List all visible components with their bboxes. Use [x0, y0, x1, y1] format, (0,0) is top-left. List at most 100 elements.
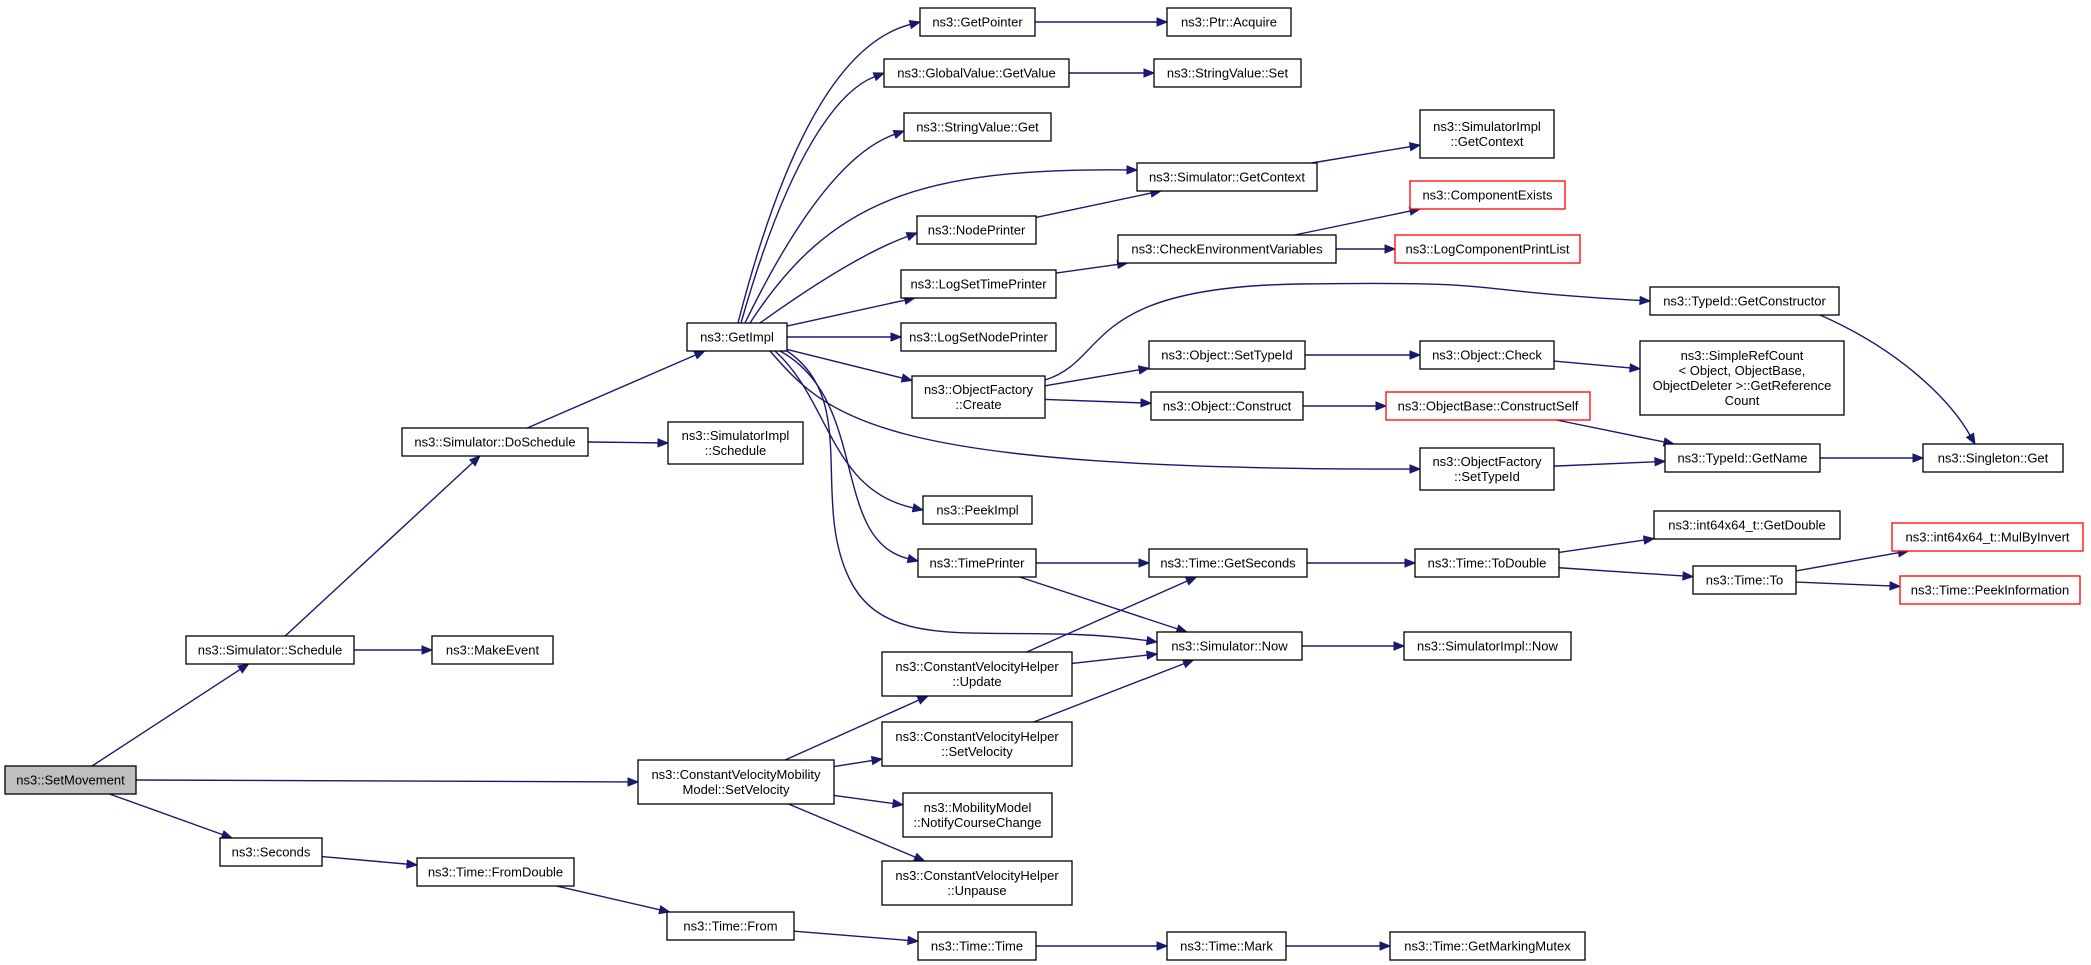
node-cvh-setvelocity[interactable]: ns3::ConstantVelocityHelper::SetVelocity	[881, 721, 1073, 767]
node-checkenv[interactable]: ns3::CheckEnvironmentVariables	[1117, 234, 1337, 264]
arrowhead-getimpl-to-of_settypeid	[1409, 464, 1422, 474]
edge-cvh_update-to-time_getseconds	[1026, 580, 1188, 653]
edge-sim_doschedule-to-simimpl_schedule	[587, 441, 659, 444]
node-label: ns3::ConstantVelocityMobility	[651, 767, 821, 782]
edge-ob_constructself-to-typeid_getname	[1556, 419, 1665, 443]
node-label: ns3::int64x64_t::GetDouble	[1668, 518, 1826, 533]
node-int64-mulbyinvert[interactable]: ns3::int64x64_t::MulByInvert	[1891, 522, 2084, 552]
node-box	[1403, 631, 1572, 661]
node-label: ns3::StringValue::Get	[916, 120, 1039, 135]
node-box	[883, 58, 1070, 88]
node-simimpl-getcontext[interactable]: ns3::SimulatorImpl::GetContext	[1419, 109, 1555, 159]
node-makeevent[interactable]: ns3::MakeEvent	[431, 635, 554, 665]
node-time-todouble[interactable]: ns3::Time::ToDouble	[1414, 548, 1560, 578]
node-sv-set[interactable]: ns3::StringValue::Set	[1153, 58, 1302, 88]
node-label: Model::SetVelocity	[683, 782, 790, 797]
node-of-create[interactable]: ns3::ObjectFactory::Create	[911, 375, 1046, 419]
node-box	[1148, 340, 1306, 370]
node-box	[881, 860, 1073, 906]
node-box	[1419, 109, 1555, 159]
node-sim-getcontext[interactable]: ns3::Simulator::GetContext	[1136, 162, 1318, 192]
node-ob-constructself[interactable]: ns3::ObjectBase::ConstructSelf	[1385, 391, 1591, 421]
node-getimpl[interactable]: ns3::GetImpl	[686, 322, 788, 352]
node-obj-construct[interactable]: ns3::Object::Construct	[1150, 391, 1304, 421]
node-peekimpl[interactable]: ns3::PeekImpl	[922, 495, 1033, 525]
node-typeid-getconstructor[interactable]: ns3::TypeId::GetConstructor	[1649, 286, 1840, 316]
node-box	[4, 765, 137, 795]
edge-getimpl-to-peekimpl	[774, 350, 914, 509]
node-label: ns3::LogSetTimePrinter	[910, 277, 1047, 292]
node-logsettimeprinter[interactable]: ns3::LogSetTimePrinter	[900, 269, 1057, 299]
node-cvmm-setvelocity[interactable]: ns3::ConstantVelocityMobilityModel::SetV…	[637, 759, 835, 805]
node-label: ns3::NodePrinter	[928, 223, 1026, 238]
node-label: ns3::GetPointer	[932, 15, 1023, 30]
node-box	[1664, 443, 1821, 473]
node-nodeprinter[interactable]: ns3::NodePrinter	[916, 215, 1037, 245]
node-gv-getvalue[interactable]: ns3::GlobalValue::GetValue	[883, 58, 1070, 88]
node-label: < Object, ObjectBase,	[1679, 363, 1806, 378]
node-time-time[interactable]: ns3::Time::Time	[917, 931, 1037, 961]
arrowhead-of_create-to-typeid_getconstructor	[1639, 295, 1652, 306]
node-time-peekinformation[interactable]: ns3::Time::PeekInformation	[1899, 575, 2081, 605]
node-sim-doschedule[interactable]: ns3::Simulator::DoSchedule	[401, 427, 589, 457]
node-sv-get[interactable]: ns3::StringValue::Get	[903, 112, 1052, 142]
node-box	[1649, 286, 1840, 316]
arrowhead-cvmm_setvelocity-to-mm_notify	[891, 798, 905, 809]
node-logsetnodeprinter[interactable]: ns3::LogSetNodePrinter	[900, 322, 1057, 352]
node-sim-now[interactable]: ns3::Simulator::Now	[1156, 631, 1303, 661]
node-getpointer[interactable]: ns3::GetPointer	[919, 7, 1036, 37]
node-time-from[interactable]: ns3::Time::From	[666, 911, 795, 941]
node-box	[1150, 391, 1304, 421]
node-time-fromdouble[interactable]: ns3::Time::FromDouble	[416, 857, 575, 887]
node-time-mark[interactable]: ns3::Time::Mark	[1166, 931, 1287, 961]
edge-getimpl-to-sim_now	[786, 350, 1148, 642]
node-int64-getdouble[interactable]: ns3::int64x64_t::GetDouble	[1653, 510, 1841, 540]
node-time-getmarkingmutex[interactable]: ns3::Time::GetMarkingMutex	[1389, 931, 1586, 961]
arrowhead-sim_schedule-to-makeevent	[421, 645, 434, 655]
node-componentexists[interactable]: ns3::ComponentExists	[1409, 180, 1566, 210]
arrowhead-sim_doschedule-to-getimpl	[693, 350, 706, 360]
node-logcomponentprintlist[interactable]: ns3::LogComponentPrintList	[1394, 234, 1581, 264]
node-label: ns3::PeekImpl	[936, 503, 1018, 518]
node-label: ns3::ConstantVelocityHelper	[895, 729, 1059, 744]
node-simimpl-now[interactable]: ns3::SimulatorImpl::Now	[1403, 631, 1572, 661]
arrowhead-getimpl-to-gv_getvalue	[872, 72, 886, 82]
node-simimpl-schedule[interactable]: ns3::SimulatorImpl::Schedule	[667, 421, 804, 465]
node-cvh-unpause[interactable]: ns3::ConstantVelocityHelper::Unpause	[881, 860, 1073, 906]
edge-cvmm_setvelocity-to-cvh_setvelocity	[833, 759, 873, 768]
node-obj-settypeid[interactable]: ns3::Object::SetTypeId	[1148, 340, 1306, 370]
node-singleton-get[interactable]: ns3::Singleton::Get	[1922, 443, 2064, 473]
edge-getimpl-to-gv_getvalue	[740, 75, 875, 324]
node-cvh-update[interactable]: ns3::ConstantVelocityHelper::Update	[881, 651, 1073, 697]
node-obj-check[interactable]: ns3::Object::Check	[1419, 340, 1555, 370]
arrowhead-checkenv-to-logcomponentprintlist	[1384, 244, 1397, 254]
edge-cvmm_setvelocity-to-cvh_unpause	[788, 803, 916, 858]
node-seconds[interactable]: ns3::Seconds	[219, 837, 323, 867]
edge-cvmm_setvelocity-to-cvh_update	[784, 699, 920, 761]
edge-time_todouble-to-int64_getdouble	[1558, 539, 1645, 554]
node-box	[922, 495, 1033, 525]
node-box	[1899, 575, 2081, 605]
node-time-getseconds[interactable]: ns3::Time::GetSeconds	[1148, 548, 1308, 578]
arrowhead-getimpl-to-sv_get	[892, 130, 906, 139]
arrowhead-getimpl-to-peekimpl	[911, 503, 925, 513]
node-box	[911, 375, 1046, 419]
node-box	[1419, 447, 1555, 491]
node-time-to[interactable]: ns3::Time::To	[1692, 565, 1797, 595]
node-box	[903, 112, 1052, 142]
node-box	[1414, 548, 1560, 578]
node-sim-schedule[interactable]: ns3::Simulator::Schedule	[185, 635, 355, 665]
node-label: ns3::Time::ToDouble	[1428, 556, 1547, 571]
node-setmovement[interactable]: ns3::SetMovement	[4, 765, 137, 795]
node-box	[1156, 631, 1303, 661]
node-of-settypeid[interactable]: ns3::ObjectFactory::SetTypeId	[1419, 447, 1555, 491]
node-timeprinter[interactable]: ns3::TimePrinter	[917, 548, 1037, 578]
node-label: ns3::LogSetNodePrinter	[909, 330, 1048, 345]
edge-of_create-to-obj_construct	[1044, 398, 1142, 404]
edge-of_create-to-typeid_getconstructor	[1044, 282, 1641, 381]
node-mm-notify[interactable]: ns3::MobilityModel::NotifyCourseChange	[902, 792, 1053, 838]
arrowhead-typeid_getname-to-singleton_get	[1912, 453, 1925, 463]
node-simplerefcount[interactable]: ns3::SimpleRefCount< Object, ObjectBase,…	[1639, 340, 1845, 416]
node-ptr-acquire[interactable]: ns3::Ptr::Acquire	[1166, 7, 1292, 37]
node-typeid-getname[interactable]: ns3::TypeId::GetName	[1664, 443, 1821, 473]
